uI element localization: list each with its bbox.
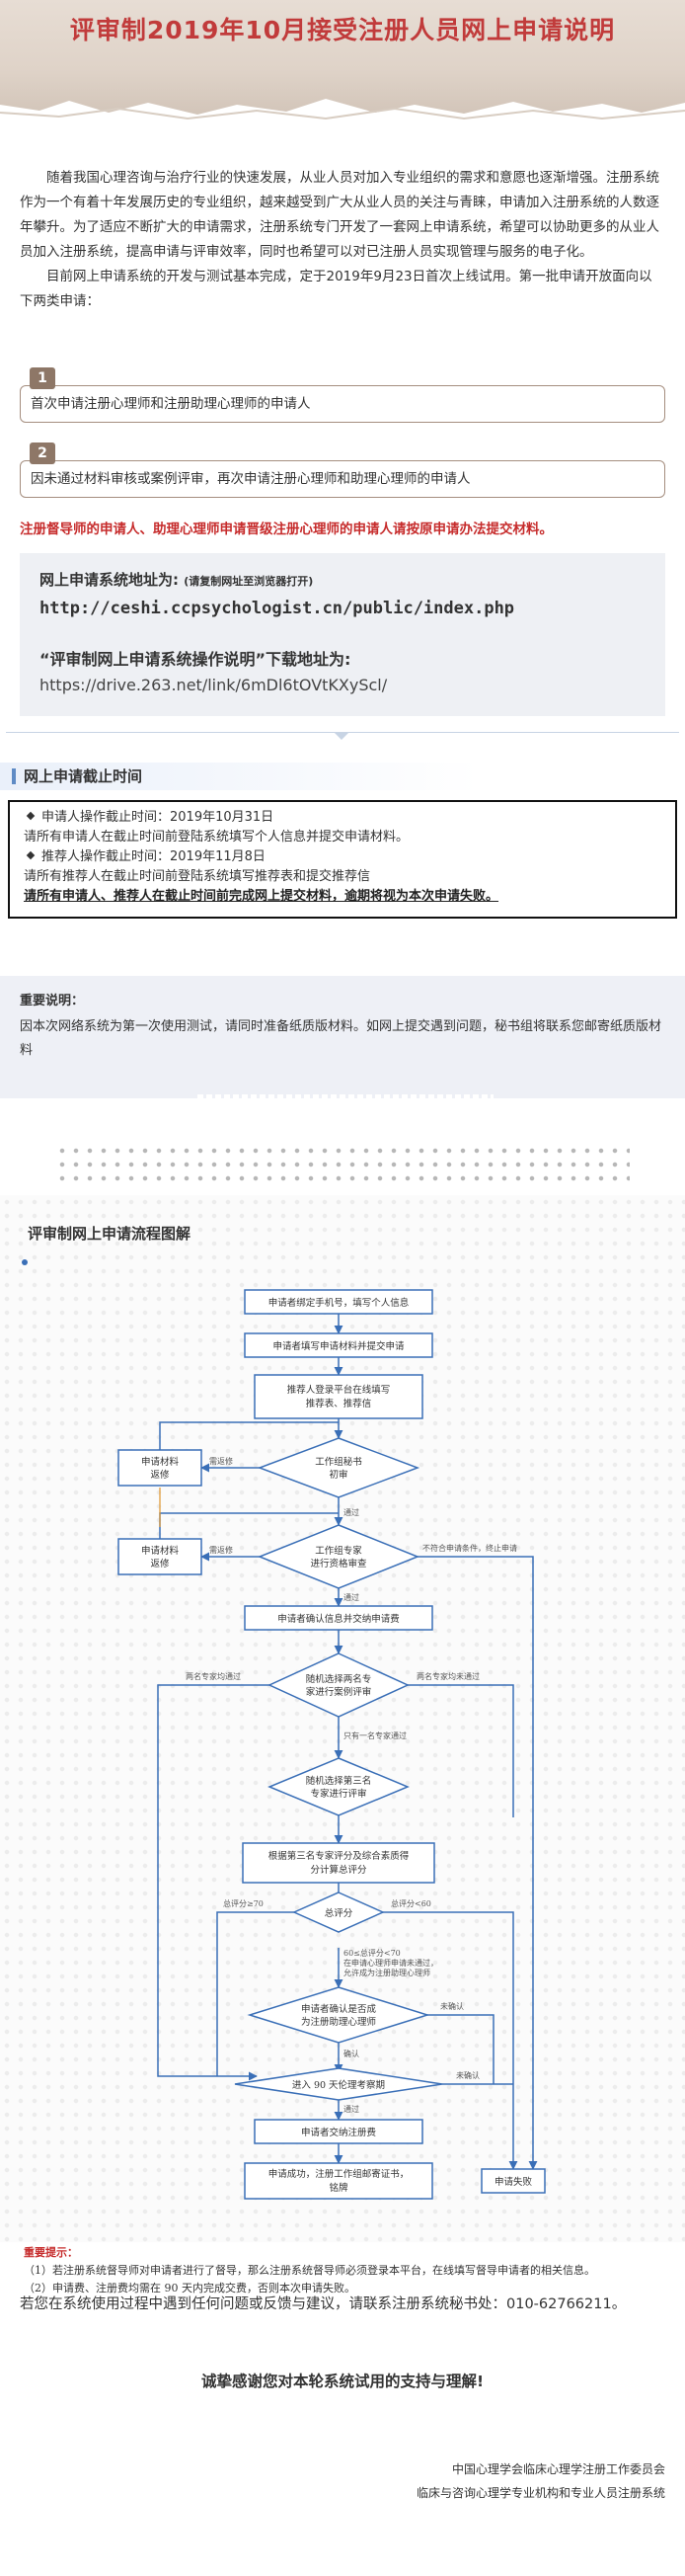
flowchart: 申请者绑定手机号，填写个人信息 申请者填写申请材料并提交申请 推荐人登录平台在线… xyxy=(117,1289,546,2200)
flow-decision-two-experts: 随机选择两名专家进行案例评审 xyxy=(306,1673,372,1698)
signature: 中国心理学会临床心理学注册工作委员会 临床与咨询心理学专业机构和专业人员注册系统 xyxy=(417,2457,665,2505)
flow-label-pass-3: 通过 xyxy=(343,2104,359,2114)
flow-label-unconfirm: 未确认 xyxy=(440,2001,464,2011)
signature-line-1: 中国心理学会临床心理学注册工作委员会 xyxy=(451,2462,665,2476)
signature-line-2: 临床与咨询心理学专业机构和专业人员注册系统 xyxy=(416,2486,665,2500)
flow-node-return-1: 申请材料返修 xyxy=(141,1456,180,1481)
flow-node-submit-material: 申请者填写申请材料并提交申请 xyxy=(272,1340,405,1352)
contact-text: 若您在系统使用过程中遇到任何问题或反馈与建议，请联系注册系统秘书处：010-62… xyxy=(20,2296,627,2312)
thanks-text: 诚挚感谢您对本轮系统试用的支持与理解! xyxy=(200,2373,485,2390)
category-text: 首次申请注册心理师和注册助理心理师的申请人 xyxy=(20,385,665,424)
flow-label-return-1: 需返修 xyxy=(209,1456,233,1466)
flow-label-unconfirm-2: 未确认 xyxy=(456,2070,480,2080)
flow-node-fill-info: 申请者绑定手机号，填写个人信息 xyxy=(268,1297,410,1309)
flowchart-note-2: （2）申请费、注册费均需在 90 天内完成交费，否则本次申请失败。 xyxy=(24,2282,355,2294)
category-item-1: 1 首次申请注册心理师和注册助理心理师的申请人 xyxy=(20,367,665,424)
divider-arrow-icon xyxy=(334,732,349,740)
important-note-title: 重要说明： xyxy=(20,994,85,1008)
flow-label-confirm: 确认 xyxy=(343,2049,359,2058)
flowchart-notes-label: 重要提示： xyxy=(24,2246,78,2259)
category-text: 因未通过材料审核或案例评审，再次申请注册心理师和助理心理师的申请人 xyxy=(20,460,665,499)
torn-paper-edge xyxy=(0,99,685,126)
flow-label-lt60: 总评分<60 xyxy=(391,1898,431,1908)
flow-label-return-2: 需返修 xyxy=(209,1545,233,1555)
flow-node-recommend: 推荐人登录平台在线填写推荐表、推荐信 xyxy=(287,1384,391,1409)
dashed-decoration xyxy=(197,1094,494,1098)
flow-label-unqualified: 不符合申请条件，终止申请 xyxy=(422,1543,517,1553)
deadline-item-applicant: 申请人操作截止时间：2019年10月31日 xyxy=(24,808,661,828)
flow-label-pass-2: 通过 xyxy=(343,1592,359,1602)
deadline-warning: 请所有申请人、推荐人在截止时间前完成网上提交材料，逾期将视为本次申请失败。 xyxy=(24,889,499,904)
flow-label-one-pass: 只有一名专家通过 xyxy=(343,1731,407,1740)
flow-node-confirm-fee: 申请者确认信息并交纳申请费 xyxy=(277,1613,400,1625)
intro-paragraph-1: 随着我国心理咨询与治疗行业的快速发展，从业人员对加入专业组织的需求和意愿也逐渐增… xyxy=(20,170,659,260)
category-item-2: 2 因未通过材料审核或案例评审，再次申请注册心理师和助理心理师的申请人 xyxy=(20,443,665,499)
flow-node-success: 申请成功，注册工作组邮寄证书，铭牌 xyxy=(268,2168,410,2194)
flow-label-both-fail: 两名专家均未通过 xyxy=(417,1671,480,1681)
bullet-dot-icon xyxy=(22,1259,28,1265)
important-note-box: 重要说明： 因本次网络系统为第一次使用测试，请同时准备纸质版材料。如网上提交遇到… xyxy=(0,976,685,1098)
category-number: 2 xyxy=(30,443,55,464)
flow-node-pay-registration: 申请者交纳注册费 xyxy=(301,2127,376,2138)
category-number: 1 xyxy=(30,367,55,389)
manual-download-label: “评审制网上申请系统操作说明”下载地址为: xyxy=(39,650,351,669)
intro-section: 随着我国心理咨询与治疗行业的快速发展，从业人员对加入专业组织的需求和意愿也逐渐增… xyxy=(20,166,665,314)
flowchart-note-1: （1）若注册系统督导师对申请者进行了督导，那么注册系统督导师必须登录本平台，在线… xyxy=(24,2264,595,2277)
diamond-bullet-icon xyxy=(26,850,36,860)
flow-decision-secretary: 工作组秘书初审 xyxy=(315,1456,362,1481)
supervisor-note: 注册督导师的申请人、助理心理师申请晋级注册心理师的申请人请按原申请办法提交材料。 xyxy=(20,522,553,537)
flow-label-pass-1: 通过 xyxy=(343,1507,359,1517)
flow-node-observe: 进入 90 天伦理考察期 xyxy=(292,2079,385,2091)
deadline-box: 申请人操作截止时间：2019年10月31日 请所有申请人在截止时间前登陆系统填写… xyxy=(8,800,677,919)
deadline-title: 网上申请截止时间 xyxy=(24,767,143,785)
diamond-bullet-icon xyxy=(26,811,36,821)
system-address-label: 网上申请系统地址为: (请复制网址至浏览器打开) xyxy=(39,571,314,589)
dot-pattern-decoration xyxy=(55,1144,630,1189)
deadline-section-header: 网上申请截止时间 xyxy=(0,763,685,790)
system-address-box: 网上申请系统地址为: (请复制网址至浏览器打开) http://ceshi.cc… xyxy=(20,553,665,716)
flow-decision-expert: 工作组专家进行资格审查 xyxy=(310,1545,367,1570)
address-hint: (请复制网址至浏览器打开) xyxy=(184,575,314,588)
flow-node-fail: 申请失败 xyxy=(495,2176,533,2188)
manual-download-link[interactable]: https://drive.263.net/link/6mDl6tOVtKXyS… xyxy=(39,676,388,694)
flow-decision-third-expert: 随机选择第三名专家进行评审 xyxy=(306,1775,372,1800)
flow-node-return-2: 申请材料返修 xyxy=(141,1545,180,1570)
system-url-link[interactable]: http://ceshi.ccpsychologist.cn/public/in… xyxy=(39,599,515,618)
flowchart-notes: 重要提示： （1）若注册系统督导师对申请者进行了督导，那么注册系统督导师必须登录… xyxy=(24,2244,665,2297)
section-marker xyxy=(12,768,16,784)
flow-node-score: 根据第三名专家评分及综合素质得分计算总评分 xyxy=(268,1850,410,1876)
flow-label-both-pass: 两名专家均通过 xyxy=(186,1671,241,1681)
intro-paragraph-2: 目前网上申请系统的开发与测试基本完成，定于2019年9月23日首次上线试用。第一… xyxy=(20,269,652,309)
flow-label-ge70: 总评分≥70 xyxy=(223,1898,264,1908)
flow-decision-total: 总评分 xyxy=(325,1907,353,1919)
important-note-body: 因本次网络系统为第一次使用测试，请同时准备纸质版材料。如网上提交遇到问题，秘书组… xyxy=(20,1019,662,1058)
flow-decision-assistant: 申请者确认是否成为注册助理心理师 xyxy=(301,2003,377,2028)
page-title: 评审制2019年10月接受注册人员网上申请说明 xyxy=(69,16,616,44)
flowchart-title: 评审制网上申请流程图解 xyxy=(28,1225,191,1243)
deadline-item-recommender: 推荐人操作截止时间：2019年11月8日 xyxy=(24,847,661,867)
deadline-applicant-desc: 请所有申请人在截止时间前登陆系统填写个人信息并提交申请材料。 xyxy=(24,830,410,845)
deadline-recommender-desc: 请所有推荐人在截止时间前登陆系统填写推荐表和提交推荐信 xyxy=(24,869,371,884)
header-banner: 评审制2019年10月接受注册人员网上申请说明 xyxy=(0,0,685,126)
